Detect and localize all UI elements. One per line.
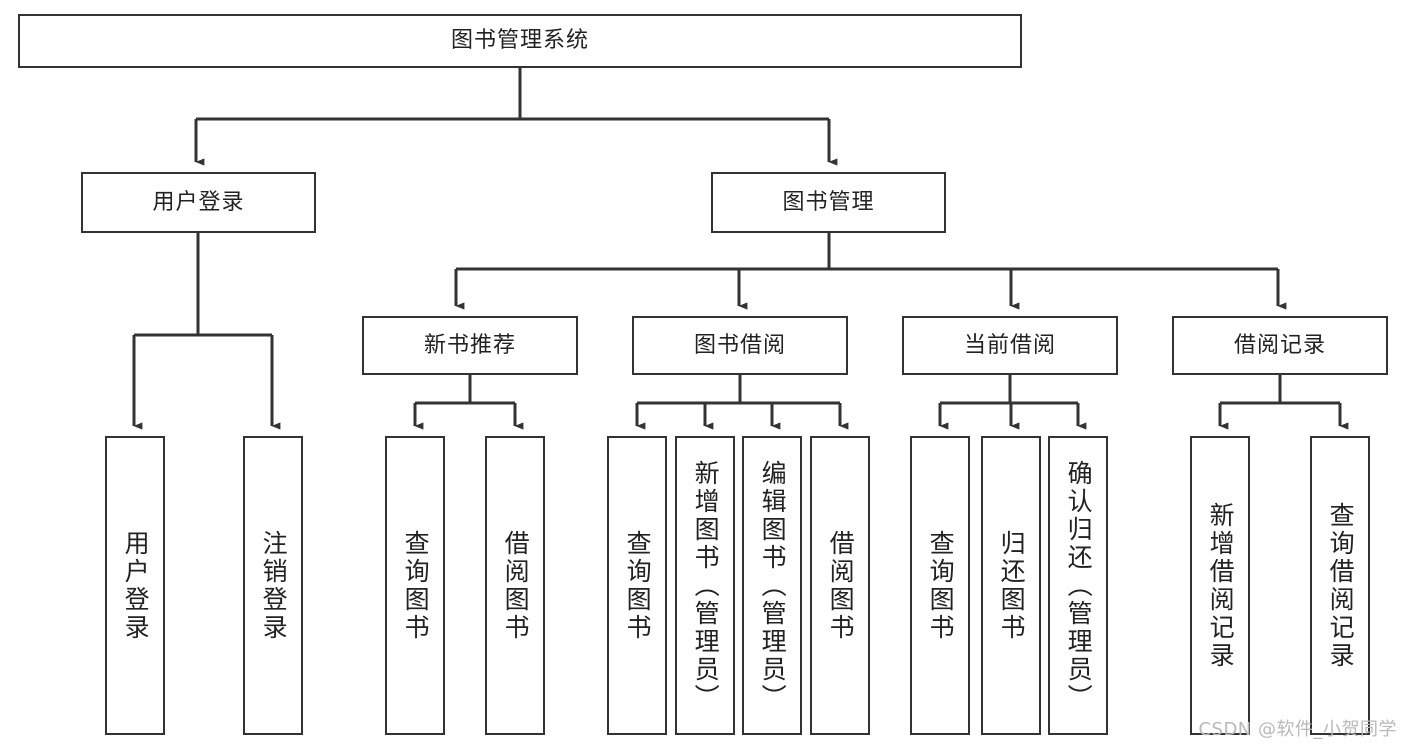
leaf-query-book-2[interactable]: 查询图书: [607, 436, 667, 735]
leaf-return-book[interactable]: 归还图书: [981, 436, 1041, 735]
node-current-borrow-label: 当前借阅: [963, 332, 1056, 358]
csdn-watermark: CSDN @软件_小贺同学: [1198, 719, 1397, 740]
node-new-book-recommend[interactable]: 新书推荐: [362, 316, 578, 375]
leaf-add-book-admin-label: 新增图书（管理员）: [691, 459, 721, 712]
leaf-user-login[interactable]: 用户登录: [105, 436, 165, 735]
leaf-query-book-1-label: 查询图书: [401, 529, 431, 642]
leaf-query-book-3[interactable]: 查询图书: [910, 436, 970, 735]
leaf-confirm-return-admin[interactable]: 确认归还（管理员）: [1048, 436, 1108, 735]
node-root[interactable]: 图书管理系统: [18, 14, 1022, 68]
node-borrow-records[interactable]: 借阅记录: [1172, 316, 1388, 375]
leaf-add-book-admin[interactable]: 新增图书（管理员）: [675, 436, 735, 735]
leaf-return-book-label: 归还图书: [997, 529, 1027, 642]
leaf-query-book-3-label: 查询图书: [926, 529, 956, 642]
node-user-login[interactable]: 用户登录: [81, 172, 316, 233]
leaf-edit-book-admin-label: 编辑图书（管理员）: [758, 459, 788, 712]
leaf-borrow-book-1[interactable]: 借阅图书: [485, 436, 545, 735]
leaf-confirm-return-admin-label: 确认归还（管理员）: [1064, 459, 1094, 712]
leaf-query-borrow-record-label: 查询借阅记录: [1326, 501, 1356, 670]
leaf-borrow-book-1-label: 借阅图书: [501, 529, 531, 642]
node-book-management[interactable]: 图书管理: [711, 172, 946, 233]
node-root-label: 图书管理系统: [450, 28, 589, 54]
leaf-add-borrow-record[interactable]: 新增借阅记录: [1190, 436, 1250, 735]
node-borrow-records-label: 借阅记录: [1233, 332, 1326, 358]
leaf-query-borrow-record[interactable]: 查询借阅记录: [1310, 436, 1370, 735]
node-user-login-label: 用户登录: [152, 189, 245, 215]
node-book-management-label: 图书管理: [782, 189, 875, 215]
leaf-edit-book-admin[interactable]: 编辑图书（管理员）: [742, 436, 802, 735]
node-book-borrow-label: 图书借阅: [693, 332, 786, 358]
node-new-book-recommend-label: 新书推荐: [423, 332, 516, 358]
leaf-logout-login-label: 注销登录: [259, 529, 289, 642]
leaf-query-book-1[interactable]: 查询图书: [385, 436, 445, 735]
leaf-user-login-label: 用户登录: [121, 529, 151, 642]
leaf-query-book-2-label: 查询图书: [623, 529, 653, 642]
leaf-borrow-book-2-label: 借阅图书: [826, 529, 856, 642]
leaf-logout-login[interactable]: 注销登录: [243, 436, 303, 735]
node-current-borrow[interactable]: 当前借阅: [902, 316, 1118, 375]
leaf-borrow-book-2[interactable]: 借阅图书: [810, 436, 870, 735]
node-book-borrow[interactable]: 图书借阅: [632, 316, 848, 375]
leaf-add-borrow-record-label: 新增借阅记录: [1206, 501, 1236, 670]
